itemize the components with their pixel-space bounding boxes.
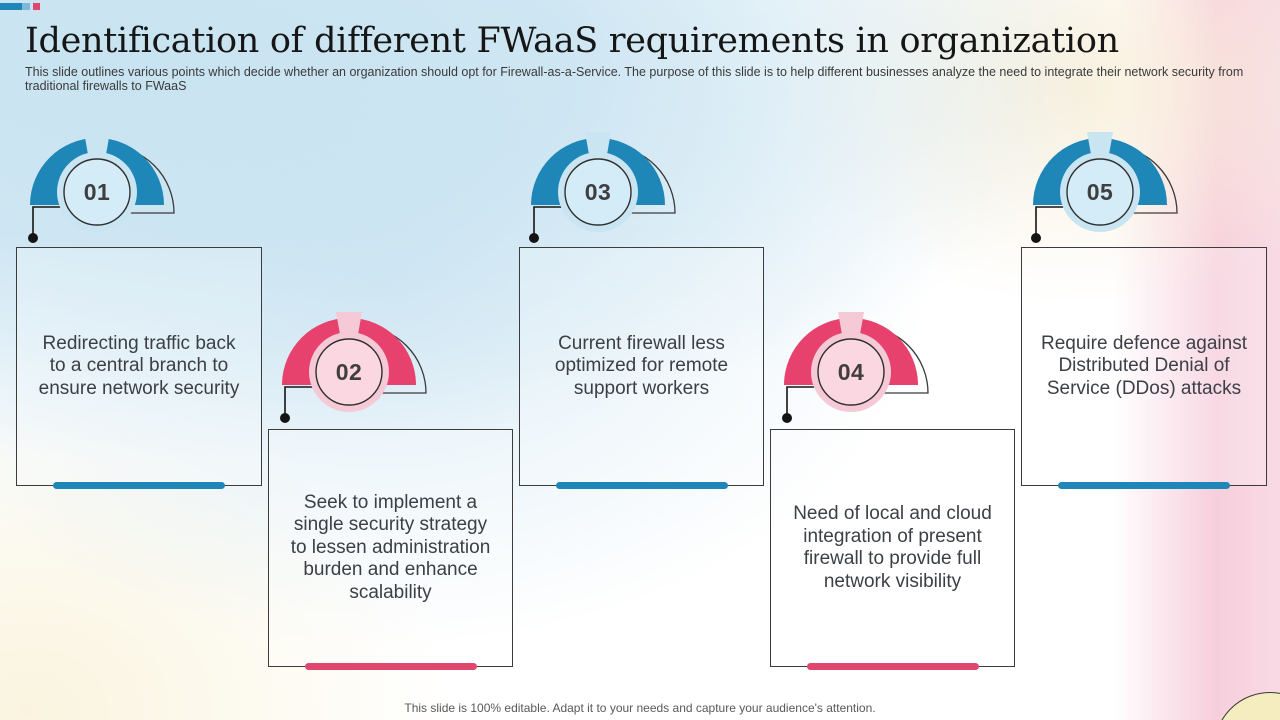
card-underline-bar [806,662,979,670]
requirement-text: Redirecting traffic back to a central br… [38,332,240,399]
item-number: 02 [336,359,363,385]
accent-square-pink [33,3,40,10]
slide-title: Identification of different FWaaS requir… [25,21,1119,61]
gauge-icon-02: 02 [277,307,457,439]
requirement-text: Current firewall less optimized for remo… [554,332,729,399]
gauge-icon-01: 01 [25,127,205,259]
item-number: 01 [84,179,111,205]
connector-dot [280,413,290,423]
requirement-text: Require defence against Distributed Deni… [1041,332,1247,399]
requirement-card-01: Redirecting traffic back to a central br… [16,247,262,489]
gauge-icon-05: 05 [1028,127,1208,259]
connector-dot [529,233,539,243]
requirement-card-02: Seek to implement a single security stra… [268,429,513,670]
accent-bar-lightblue [22,3,30,10]
requirement-text: Need of local and cloud integration of p… [793,503,992,592]
gauge-icon-03: 03 [526,127,706,259]
connector-dot [28,233,38,243]
accent-bar-blue [0,3,22,10]
connector-dot [782,413,792,423]
requirement-card-04: Need of local and cloud integration of p… [770,429,1015,670]
footer-note: This slide is 100% editable. Adapt it to… [404,701,876,715]
card-underline-bar [555,481,728,489]
slide-subtitle: This slide outlines various points which… [25,65,1244,93]
slide-accent-decoration [0,3,60,11]
requirement-card-05: Require defence against Distributed Deni… [1021,247,1267,489]
header: Identification of different FWaaS requir… [25,21,1260,93]
gauge-icon-04: 04 [779,307,959,439]
requirement-text: Seek to implement a single security stra… [290,491,491,603]
item-number: 04 [838,359,865,385]
card-underline-bar [1058,481,1230,489]
connector-dot [1031,233,1041,243]
card-underline-bar [53,481,225,489]
item-number: 03 [585,179,612,205]
item-number: 05 [1087,179,1114,205]
requirement-card-03: Current firewall less optimized for remo… [519,247,764,489]
card-underline-bar [304,662,477,670]
